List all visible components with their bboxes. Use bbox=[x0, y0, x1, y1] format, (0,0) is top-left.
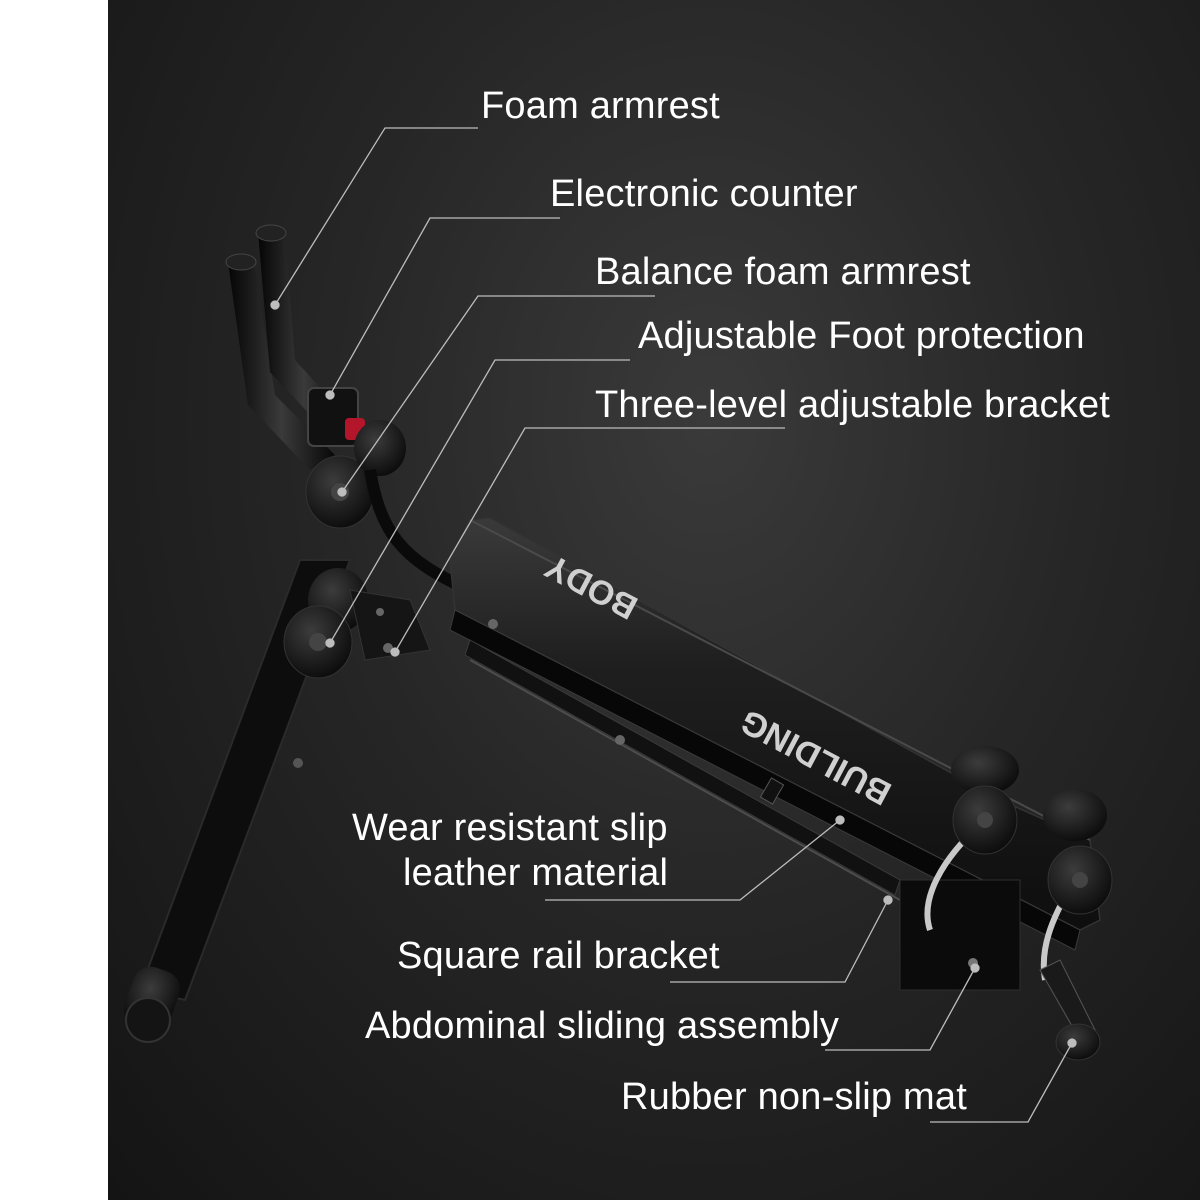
leader-three-level bbox=[394, 427, 785, 653]
label-wear-resistant-line1: Wear resistant slip bbox=[352, 807, 668, 849]
label-electronic-counter: Electronic counter bbox=[550, 173, 858, 215]
foot-assembly bbox=[899, 746, 1113, 1061]
leader-foam-armrest bbox=[274, 127, 478, 306]
slide-rails bbox=[449, 609, 1081, 951]
label-abdominal-sliding-assembly: Abdominal sliding assembly bbox=[365, 1005, 840, 1047]
leader-square-rail bbox=[670, 899, 889, 983]
label-balance-foam-armrest: Balance foam armrest bbox=[595, 251, 971, 293]
leader-foot-protection bbox=[329, 359, 630, 644]
diagram-panel: BODY BUILDING bbox=[108, 0, 1200, 1200]
leader-lines bbox=[270, 127, 1077, 1123]
leader-electronic-counter bbox=[329, 217, 560, 396]
label-wear-resistant-line2: leather material bbox=[403, 852, 669, 894]
label-foam-armrest: Foam armrest bbox=[481, 85, 720, 127]
label-adjustable-foot-protection: Adjustable Foot protection bbox=[638, 315, 1085, 357]
label-three-level-bracket: Three-level adjustable bracket bbox=[595, 384, 1111, 426]
label-rubber-non-slip-mat: Rubber non-slip mat bbox=[621, 1076, 967, 1118]
leader-rubber-mat bbox=[930, 1042, 1073, 1123]
leader-balance-foam bbox=[341, 295, 655, 493]
leader-abdominal-sliding bbox=[825, 967, 976, 1051]
balance-rollers bbox=[283, 568, 431, 679]
label-square-rail-bracket: Square rail bracket bbox=[397, 935, 720, 977]
bench-illustration: BODY BUILDING bbox=[123, 127, 1113, 1123]
handlebar bbox=[225, 224, 473, 596]
leader-wear-resistant bbox=[545, 819, 841, 901]
